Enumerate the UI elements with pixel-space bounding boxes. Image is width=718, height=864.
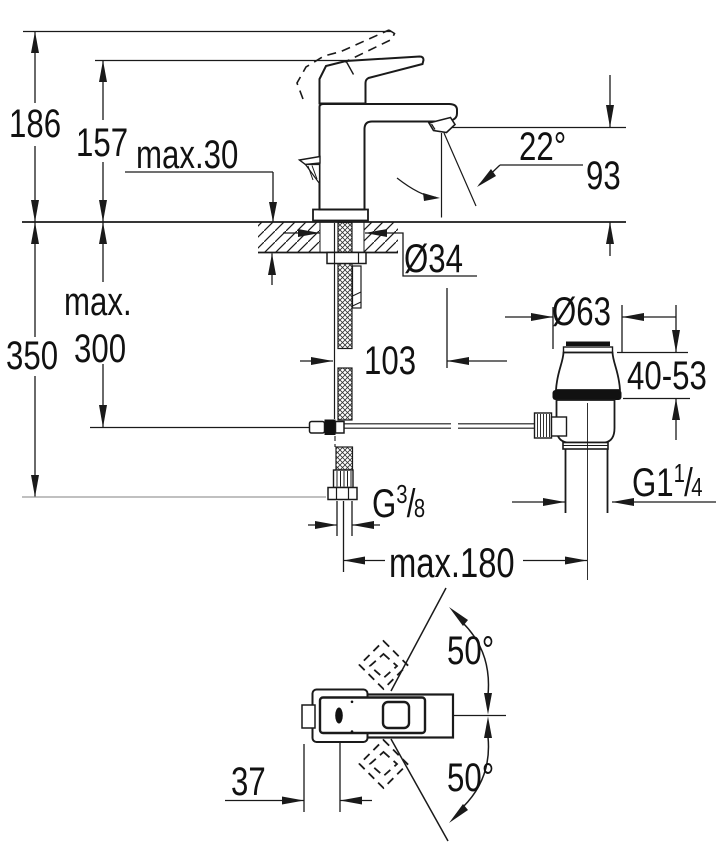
waste-thread-denominator: 4 — [691, 472, 703, 502]
plan-spout-outlet — [381, 700, 411, 730]
dimension-arrowheads — [31, 31, 680, 805]
dim-spout-angle-label: 22° — [519, 125, 567, 169]
faucet-base-plate — [312, 208, 369, 222]
lever-handle — [318, 55, 425, 105]
supply-thread-numerator: 3 — [396, 479, 407, 509]
dim-hose-projection-word: max. — [64, 280, 132, 324]
dim-outlet-height-label: 93 — [586, 154, 621, 198]
dim-spout-reach-label: 103 — [364, 339, 417, 383]
aerator — [427, 116, 457, 134]
supply-thread-prefix: G — [372, 482, 397, 526]
waste-assembly — [533, 341, 622, 580]
plan-pivot-mark — [335, 707, 343, 724]
dim-overall-height-label: 186 — [9, 102, 62, 146]
faucet-front-view — [296, 29, 477, 222]
waste-thread-numerator: 1 — [673, 458, 685, 488]
dim-waste-flange-label: Ø63 — [552, 290, 611, 334]
plan-handle-swing-dashed — [358, 639, 409, 790]
dim-pivot-offset-label: 37 — [231, 760, 266, 804]
supply-hose-assembly — [308, 221, 535, 501]
dim-supply-thread-label: G3/8 — [372, 479, 426, 526]
dim-hole-diameter-label: Ø34 — [404, 237, 463, 281]
dim-hose-projection-value: 300 — [74, 327, 127, 371]
dim-swing-lower-label: 50° — [447, 756, 495, 800]
dim-swing-upper-label: 50° — [447, 629, 495, 673]
dim-center-to-waste-label: max.180 — [389, 539, 515, 586]
water-stream-lines — [440, 132, 477, 218]
dim-clamp-range-label: 40-53 — [627, 354, 707, 398]
waste-flange — [555, 351, 621, 391]
lever-handle-raised-dashed — [296, 29, 396, 100]
dim-hose-length-label: 350 — [6, 334, 59, 378]
waste-gasket — [552, 390, 622, 400]
mounting-nut — [326, 251, 367, 265]
plan-swing-angle-lines — [390, 587, 490, 842]
supply-hose-nut — [327, 486, 358, 501]
dim-waste-thread-label: G11/4 — [632, 458, 703, 505]
plan-front-protrusion — [301, 704, 316, 729]
side-lever — [297, 155, 321, 166]
waste-thread-slash: / — [684, 461, 693, 505]
supply-thread-slash: / — [406, 482, 416, 526]
waste-thread-prefix: G1 — [632, 461, 674, 505]
plan-swing-arrowheads — [449, 607, 492, 823]
waste-tailpipe — [564, 449, 609, 513]
dim-lever-height-label: 157 — [76, 121, 129, 165]
counter-section — [258, 222, 398, 254]
supply-thread-denominator: 8 — [413, 493, 426, 523]
faucet-plan-view — [301, 587, 492, 842]
dim-deck-thickness-label: max.30 — [136, 133, 239, 177]
faucet-body — [318, 103, 458, 211]
pop-up-rod-horizontal — [344, 423, 535, 429]
